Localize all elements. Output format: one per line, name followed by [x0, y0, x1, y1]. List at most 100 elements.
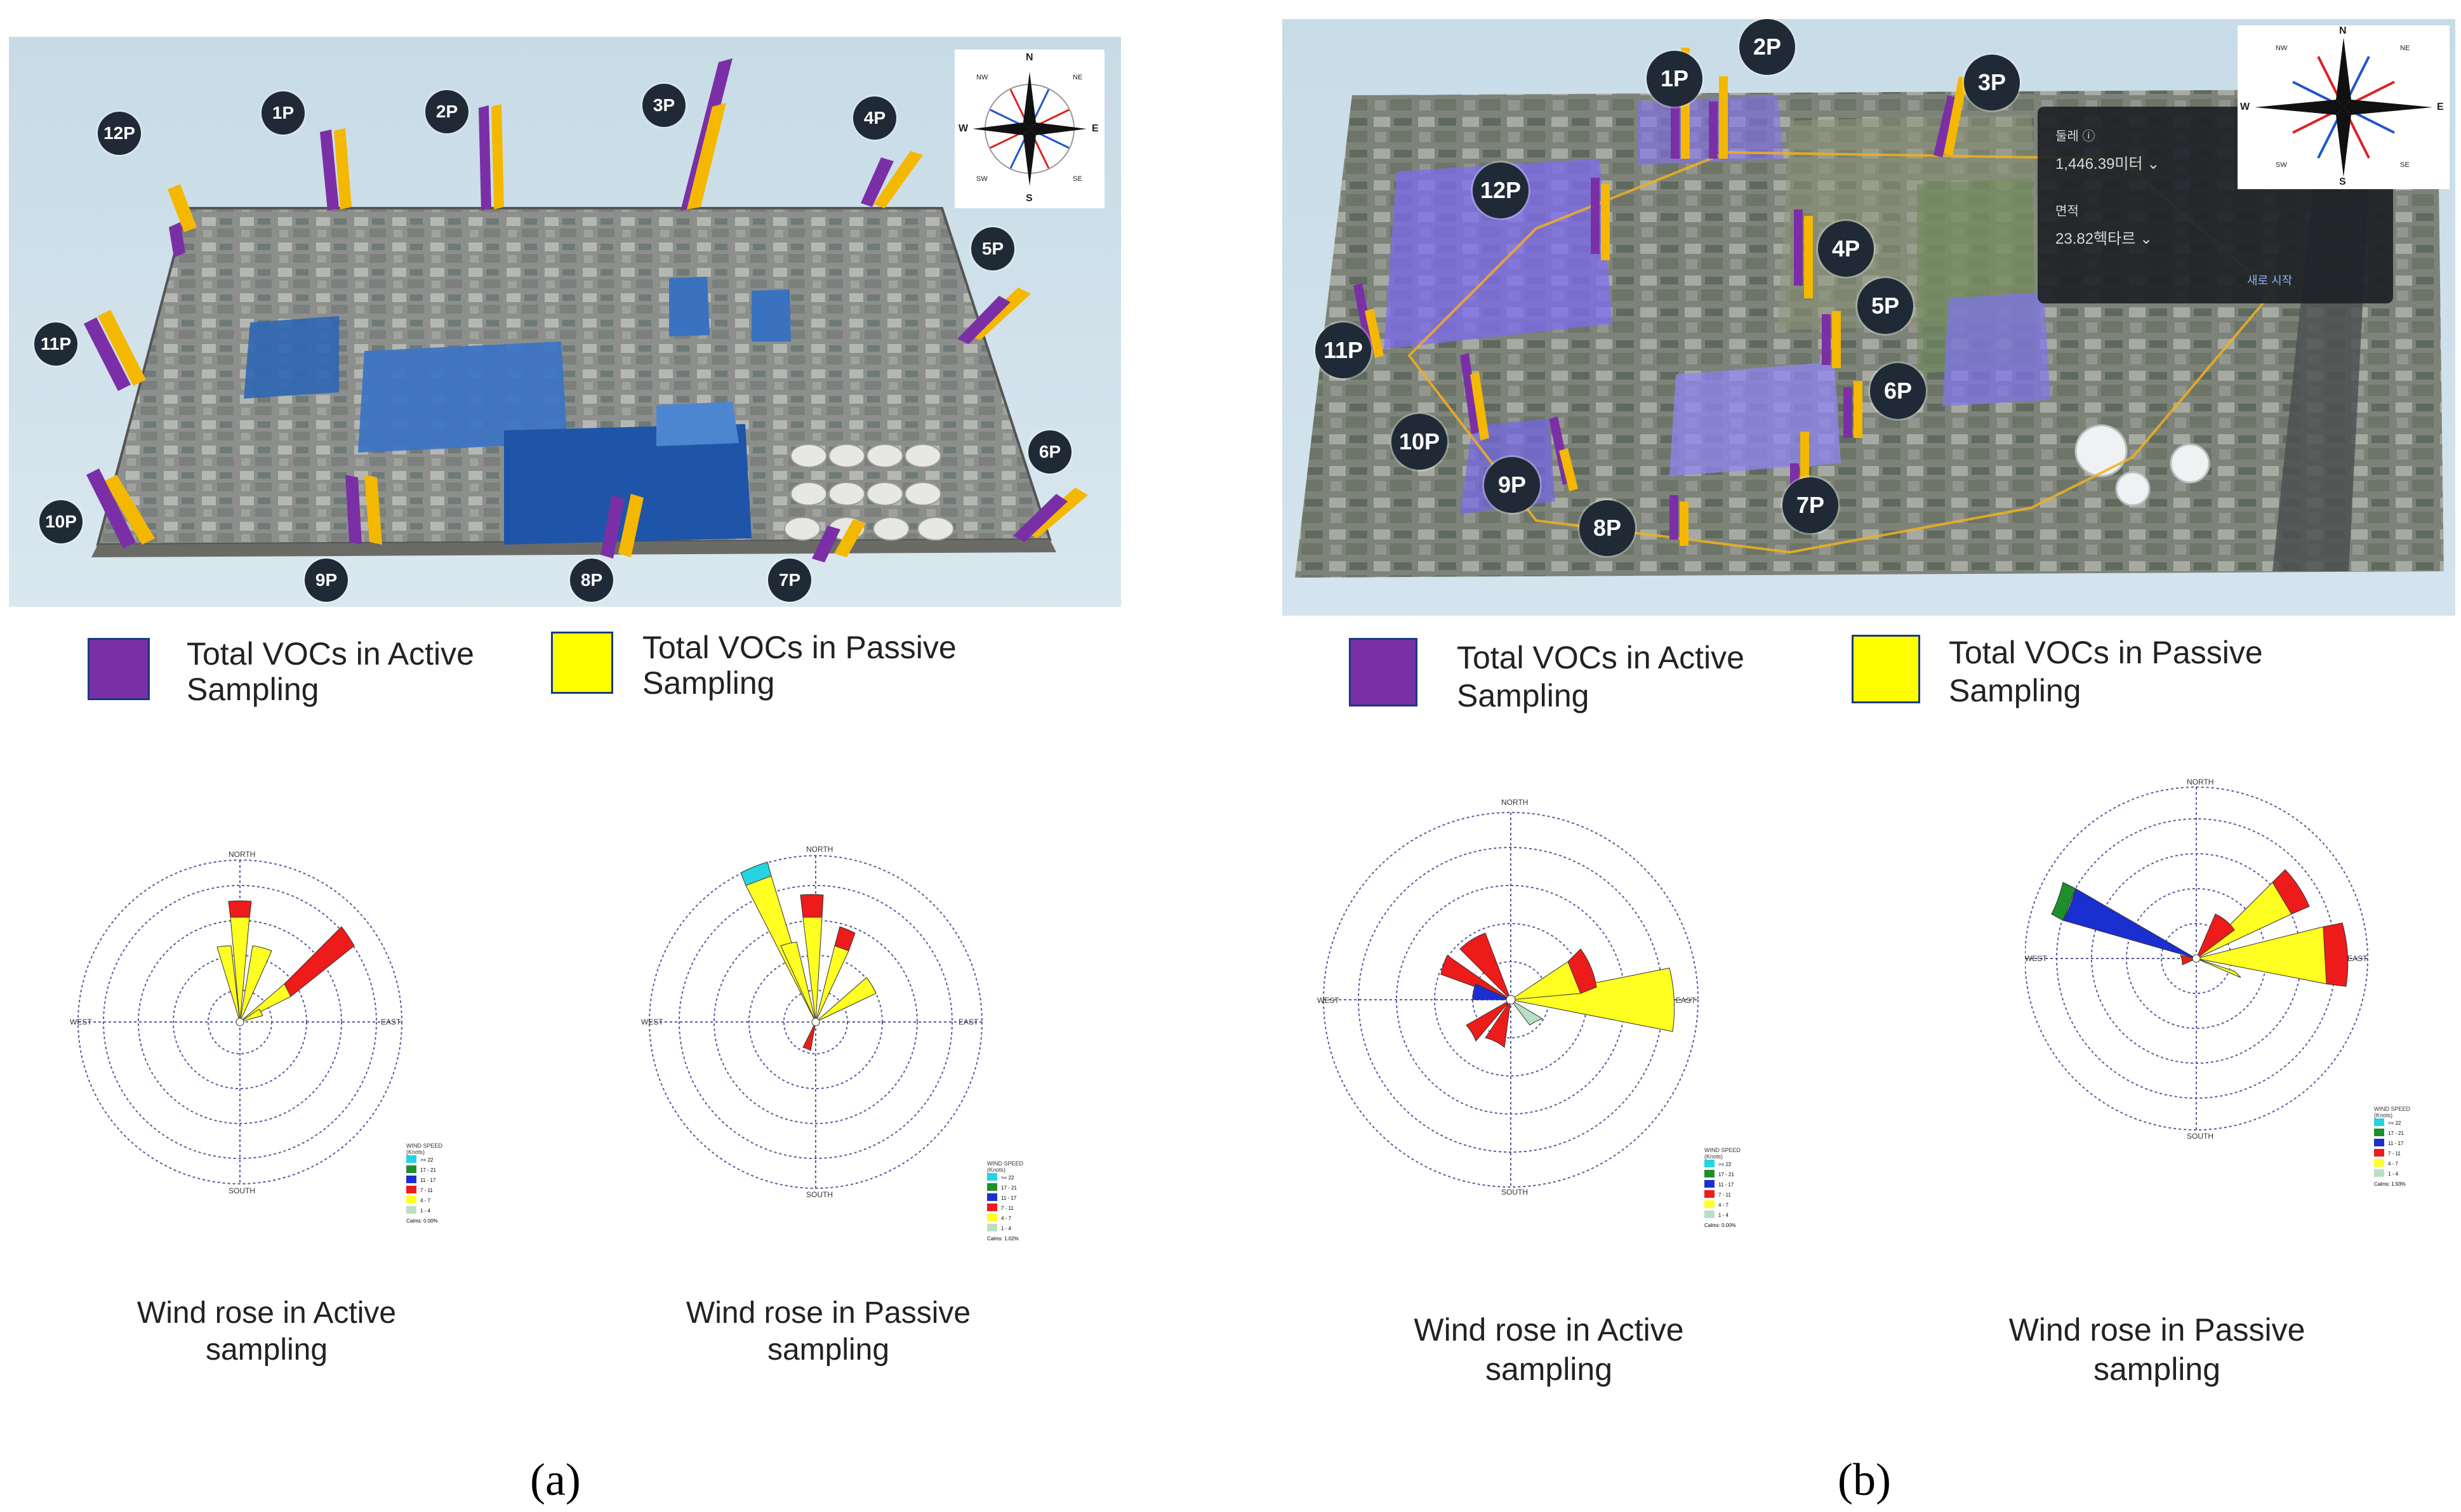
caption-a-active-rose: Wind rose in Active sampling — [136, 1296, 397, 1367]
rose-a2-class-0: >= 22 — [1001, 1175, 1014, 1181]
wind-rose-b-active: NORTH SOUTH EAST WEST WIND SPEED(Knots) … — [1317, 798, 1741, 1228]
rose-b2-south: SOUTH — [2187, 1132, 2213, 1141]
rose-a1-class-4: 4 - 7 — [420, 1198, 431, 1204]
rose-b-passive-petals — [2051, 869, 2349, 987]
rose-b2-class-3: 7 - 11 — [2388, 1151, 2401, 1157]
legend-a-passive-swatch — [551, 632, 613, 694]
marker-9p: 9P — [305, 559, 348, 602]
marker-8p: 8P — [570, 559, 613, 602]
popup-reset-label: 새로 시작 — [2247, 274, 2293, 287]
legend-b-passive-swatch — [1852, 635, 1920, 703]
marker-6p: 6P — [1028, 430, 1071, 474]
rose-a1-class-3: 7 - 11 — [420, 1188, 433, 1193]
legend-a-active-label: Total VOCs in Active Sampling — [187, 636, 474, 707]
rose-a1-south: SOUTH — [229, 1186, 255, 1195]
legend-a-active-swatch — [88, 638, 150, 700]
rose-a2-calms: Calms: 1.02% — [987, 1236, 1019, 1242]
rose-a2-legend: WIND SPEED(Knots) >= 22 17 - 21 11 - 17 … — [987, 1160, 1024, 1242]
legend-b-passive-label: Total VOCs in Passive Sampling — [1949, 635, 2263, 708]
rose-a2-west: WEST — [641, 1018, 663, 1026]
compass-a-s: S — [1026, 193, 1033, 204]
compass-a: N S E W NW NE SW SE — [955, 50, 1104, 208]
compass-b-se: SE — [2400, 161, 2410, 169]
rose-b2-calms: Calms: 1.93% — [2374, 1181, 2406, 1187]
rose-a2-class-5: 1 - 4 — [1001, 1226, 1012, 1231]
marker-11p: 11P — [34, 322, 77, 366]
compass-b-sw: SW — [2276, 161, 2287, 169]
marker-2p: 2P — [425, 90, 468, 133]
rose-a1-class-1: 17 - 21 — [420, 1167, 436, 1173]
rose-a2-north: NORTH — [806, 845, 833, 854]
rose-a2-class-4: 4 - 7 — [1001, 1216, 1012, 1221]
popup-perimeter-label: 둘레 ⓘ — [2055, 129, 2095, 143]
compass-b-w: W — [2240, 102, 2250, 112]
rose-a1-class-5: 1 - 4 — [420, 1208, 431, 1214]
rose-a2-legend-title: WIND SPEED(Knots) — [987, 1160, 1024, 1173]
wind-rose-b-passive: NORTH SOUTH EAST WEST WIND SPEED(Knots) … — [2025, 778, 2411, 1187]
compass-a-ne: NE — [1073, 74, 1083, 81]
rose-b2-class-4: 4 - 7 — [2388, 1161, 2399, 1167]
marker-b-2p: 2P — [1739, 19, 1795, 75]
rose-b1-class-0: >= 22 — [1718, 1162, 1732, 1167]
popup-perimeter-value: 1,446.39미터 ⌄ — [2055, 156, 2160, 173]
marker-b-3p: 3P — [1964, 55, 2020, 110]
compass-b-e: E — [2437, 102, 2444, 112]
rose-b2-class-5: 1 - 4 — [2388, 1171, 2399, 1177]
rose-b2-legend: WIND SPEED(Knots) >= 22 17 - 21 11 - 17 … — [2374, 1106, 2411, 1187]
compass-a-se: SE — [1073, 175, 1082, 183]
popup-area-label: 면적 — [2055, 204, 2079, 218]
marker-b-12p: 12P — [1473, 162, 1529, 218]
rose-b1-class-1: 17 - 21 — [1718, 1172, 1734, 1177]
marker-b-10p: 10P — [1391, 414, 1447, 470]
panel-a-bars — [84, 58, 1088, 562]
popup-area-value: 23.82헥타르 ⌄ — [2055, 230, 2153, 248]
compass-a-sw: SW — [976, 175, 988, 183]
marker-5p: 5P — [971, 227, 1014, 270]
rose-b2-class-1: 17 - 21 — [2388, 1131, 2404, 1136]
marker-b-1p: 1P — [1647, 51, 1702, 107]
marker-b-9p: 9P — [1484, 457, 1540, 513]
marker-b-8p: 8P — [1579, 500, 1635, 556]
caption-b-passive-rose: Wind rose in Passive sampling — [2008, 1312, 2305, 1387]
marker-7p: 7P — [768, 559, 811, 602]
rose-a1-west: WEST — [70, 1018, 92, 1026]
marker-12p: 12P — [98, 112, 141, 155]
panel-b-map: 1P 2P 3P 4P 5P 6P 7P 8P 9P 10P 11P 12P 둘… — [1282, 19, 2455, 616]
rose-a1-calms: Calms: 0.00% — [406, 1218, 438, 1224]
rose-a2-south: SOUTH — [806, 1190, 833, 1199]
rose-b1-class-4: 4 - 7 — [1718, 1202, 1729, 1208]
marker-10p: 10P — [39, 500, 83, 543]
rose-b1-class-2: 11 - 17 — [1718, 1182, 1734, 1188]
compass-a-w: W — [959, 123, 969, 134]
legend-a-passive-label: Total VOCs in Passive Sampling — [642, 630, 957, 701]
rose-a2-class-1: 17 - 21 — [1001, 1185, 1017, 1191]
rose-a1-north: NORTH — [229, 850, 255, 859]
rose-b1-west: WEST — [1317, 996, 1339, 1005]
rose-b1-calms: Calms: 0.00% — [1704, 1223, 1736, 1228]
rose-b2-east: EAST — [2347, 954, 2368, 963]
rose-a1-class-0: >= 22 — [420, 1157, 434, 1163]
marker-b-5p: 5P — [1857, 278, 1913, 334]
rose-b2-class-0: >= 22 — [2388, 1120, 2401, 1126]
compass-b-nw: NW — [2276, 44, 2288, 52]
rose-a1-legend: WIND SPEED(Knots) >= 22 17 - 21 11 - 17 … — [406, 1143, 443, 1224]
rose-b2-west: WEST — [2025, 954, 2047, 963]
rose-b2-legend-title: WIND SPEED(Knots) — [2374, 1106, 2411, 1118]
marker-4p: 4P — [853, 96, 896, 140]
panel-a-map-graphic — [9, 37, 1121, 607]
rose-b1-legend: WIND SPEED(Knots) >= 22 17 - 21 11 - 17 … — [1704, 1147, 1741, 1228]
subfigure-label-b: (b) — [1838, 1454, 1891, 1505]
compass-a-n: N — [1026, 52, 1033, 63]
wind-rose-a-passive: NORTH SOUTH EAST WEST WIND SPEED(Knots) … — [641, 845, 1024, 1242]
compass-a-nw: NW — [976, 74, 988, 81]
rose-a1-class-2: 11 - 17 — [420, 1177, 436, 1183]
rose-b1-class-5: 1 - 4 — [1718, 1212, 1729, 1218]
caption-b-active-rose: Wind rose in Active sampling — [1414, 1312, 1684, 1387]
rose-b1-east: EAST — [1676, 996, 1696, 1005]
rose-b1-legend-title: WIND SPEED(Knots) — [1704, 1147, 1741, 1160]
rose-a2-class-2: 11 - 17 — [1001, 1195, 1017, 1201]
subfigure-label-a: (a) — [530, 1454, 581, 1505]
compass-b-s: S — [2339, 176, 2346, 187]
rose-b2-class-2: 11 - 17 — [2388, 1141, 2404, 1146]
rose-b1-class-3: 7 - 11 — [1718, 1192, 1731, 1198]
